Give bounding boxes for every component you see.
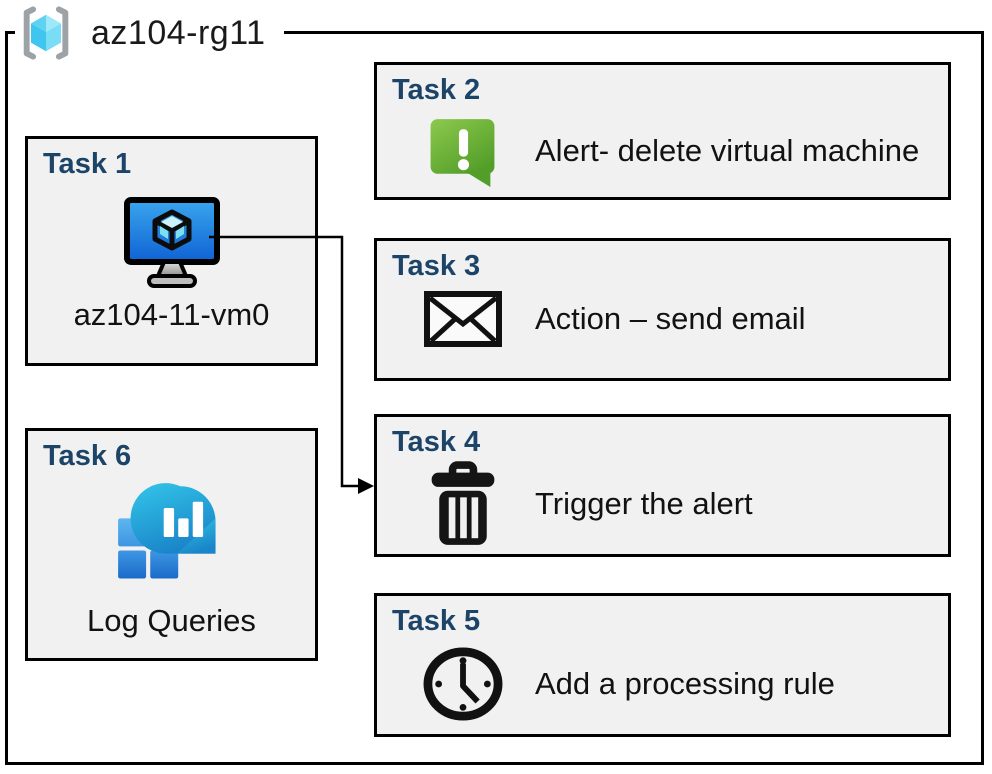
task2-label: Alert- delete virtual machine (535, 133, 920, 168)
task5-box[interactable]: Task 5 Add a processing rule (374, 593, 951, 737)
task5-label: Add a processing rule (535, 666, 835, 701)
task6-box[interactable]: Task 6 (25, 428, 318, 661)
task3-heading: Task 3 (392, 250, 481, 282)
task4-box[interactable]: Task 4 Trigger the alert (374, 414, 951, 557)
task4-label: Trigger the alert (535, 486, 753, 521)
task6-label: Log Queries (87, 603, 256, 638)
log-queries-icon (28, 483, 315, 591)
task5-heading: Task 5 (392, 605, 481, 637)
clock-icon (417, 646, 509, 722)
resource-group-header: az104-rg11 (15, 4, 284, 62)
virtual-machine-icon (28, 195, 315, 291)
task1-heading: Task 1 (43, 148, 132, 180)
resource-group-name: az104-rg11 (91, 13, 266, 52)
task3-label: Action – send email (535, 301, 806, 336)
task1-label: az104-11-vm0 (73, 297, 270, 332)
task2-box[interactable]: Task 2 Alert- delete virtual machine (374, 62, 951, 200)
email-icon (417, 291, 509, 347)
task3-box[interactable]: Task 3 Action – send email (374, 238, 951, 381)
task2-heading: Task 2 (392, 74, 481, 106)
task1-box[interactable]: Task 1 (25, 136, 318, 366)
trash-icon (417, 461, 509, 547)
resource-group-icon (17, 6, 75, 60)
task6-heading: Task 6 (43, 440, 132, 472)
task4-heading: Task 4 (392, 426, 481, 458)
alert-icon (417, 113, 509, 189)
